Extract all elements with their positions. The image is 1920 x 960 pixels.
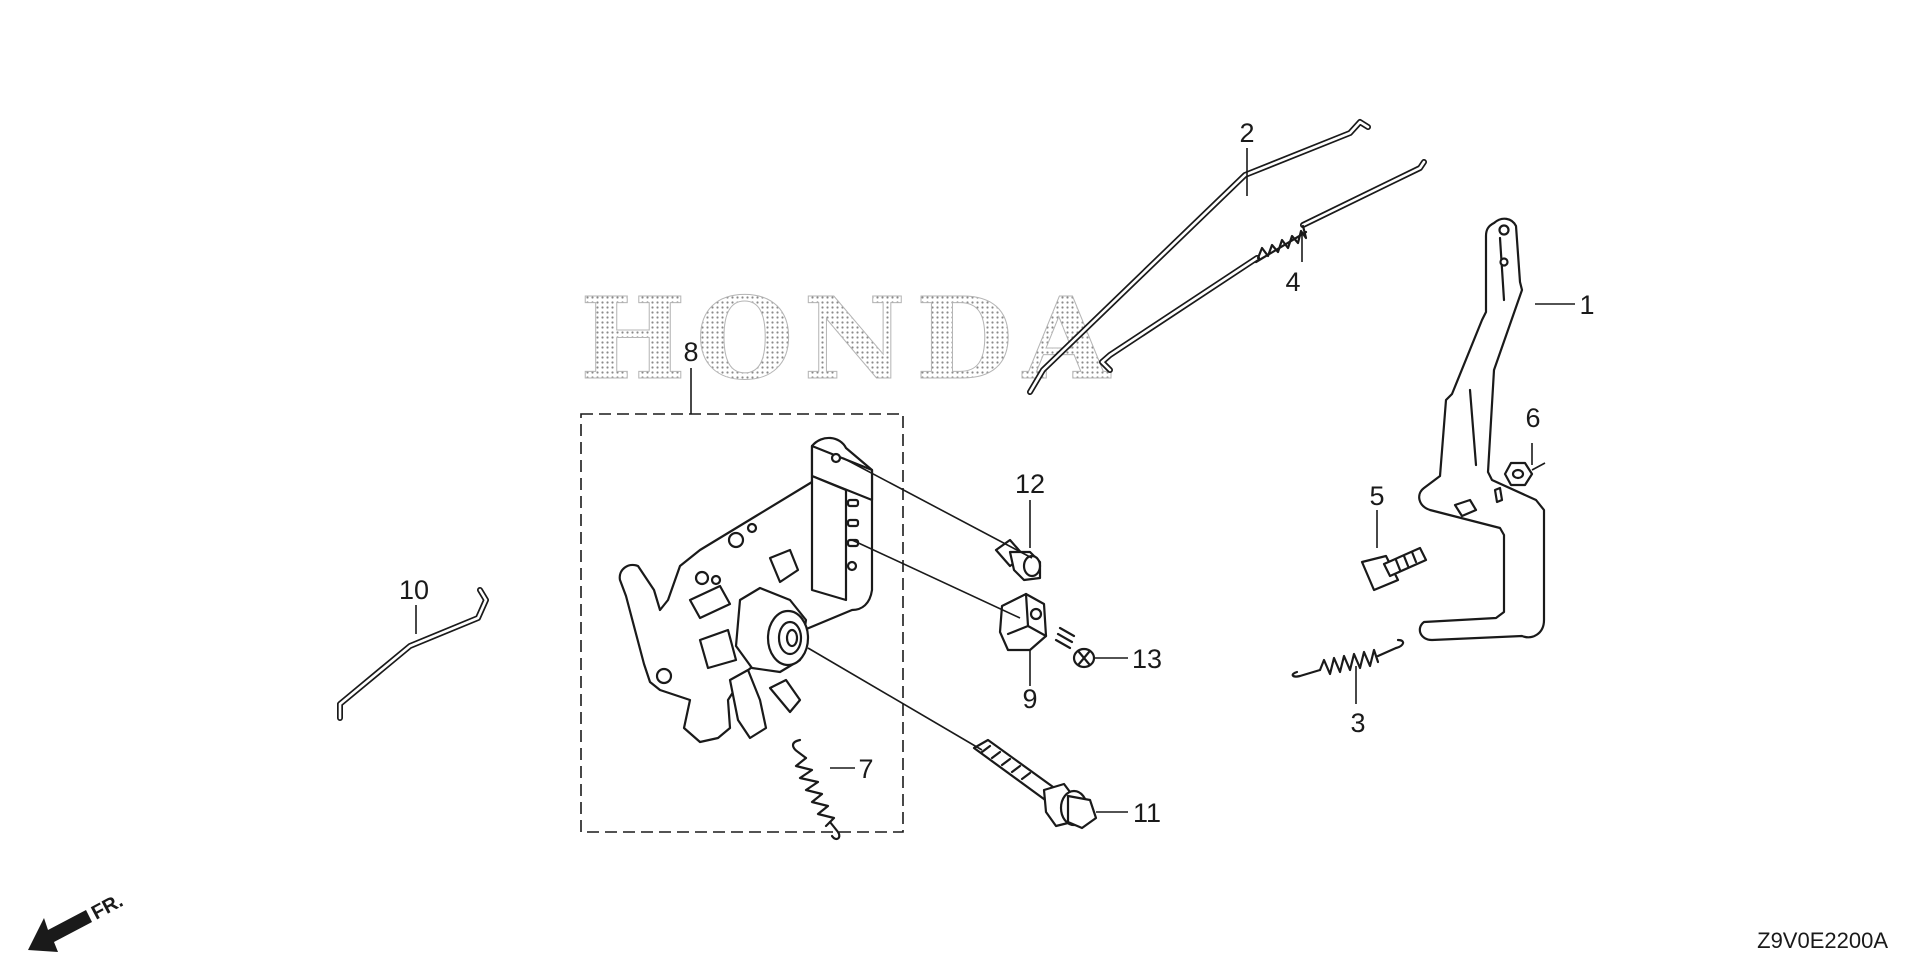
- callout-12: 12: [1015, 469, 1045, 499]
- choke-rod-with-spring: [1099, 159, 1427, 373]
- callout-6: 6: [1525, 403, 1540, 433]
- throttle-rod: [1027, 119, 1371, 395]
- long-bolt-11: [972, 738, 1098, 830]
- arm-bolt: [1360, 546, 1428, 592]
- callout-13: 13: [1132, 644, 1162, 674]
- callout-11: 11: [1133, 798, 1161, 828]
- cable-clamp: [998, 592, 1048, 652]
- assembly-dashed-box: [580, 413, 904, 833]
- callout-labels: 1 2 3 4 5 6 7 8 9 10 11 12 13: [399, 118, 1595, 828]
- callout-3: 3: [1350, 708, 1365, 738]
- svg-text:HONDA: HONDA: [580, 274, 1120, 405]
- honda-watermark: HONDA: [580, 274, 1120, 406]
- screw-13: [1054, 626, 1096, 669]
- governor-spring: [1291, 638, 1405, 678]
- control-base-assembly: [618, 436, 874, 744]
- callout-9: 9: [1022, 684, 1037, 714]
- drawing-code: Z9V0E2200A: [1757, 928, 1888, 953]
- bolt-12: [994, 538, 1042, 582]
- tension-spring: [791, 738, 841, 841]
- governor-arm: [1418, 217, 1546, 642]
- callout-2: 2: [1239, 118, 1254, 148]
- callout-5: 5: [1369, 481, 1384, 511]
- callout-10: 10: [399, 575, 429, 605]
- callout-1: 1: [1579, 290, 1594, 320]
- callout-4: 4: [1285, 267, 1300, 297]
- callout-8: 8: [683, 337, 698, 367]
- flange-nut: [1503, 461, 1546, 487]
- front-label: FR.: [88, 890, 127, 925]
- link-rod: [337, 587, 489, 721]
- callout-7: 7: [858, 754, 873, 784]
- front-direction-arrow: FR.: [28, 890, 127, 952]
- leader-lines: [415, 148, 1575, 813]
